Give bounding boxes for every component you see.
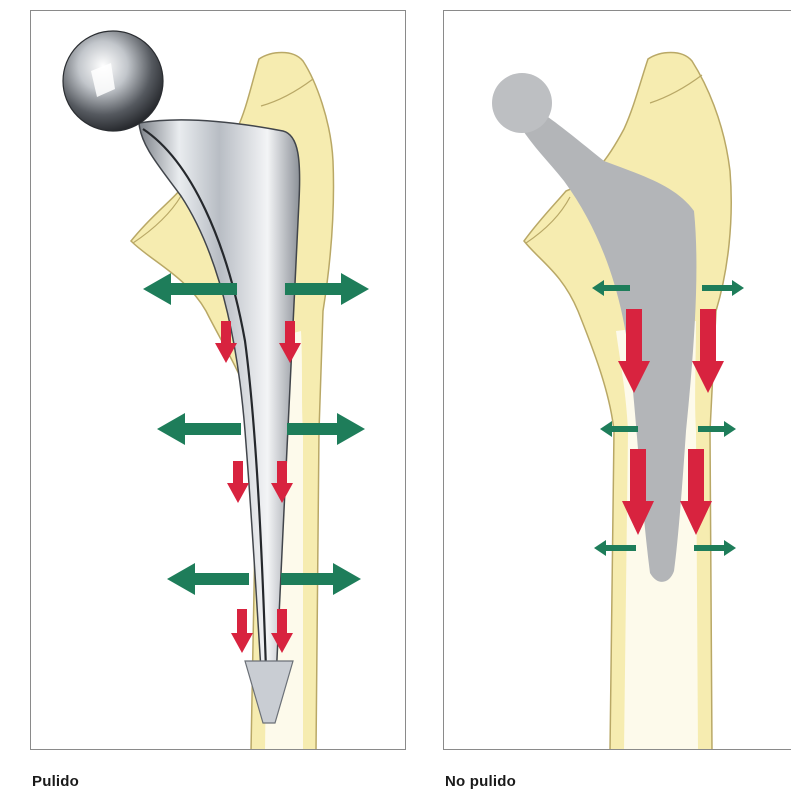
unpolished-stem-diagram [444,11,791,750]
red-arrow-2a [227,461,249,503]
panel-polished [30,10,406,750]
polished-stem-diagram [31,11,406,750]
caption-polished: Pulido [32,773,79,790]
caption-unpolished: No pulido [445,773,516,790]
red-arrow-3a [231,609,253,653]
green-arrow-left-3 [167,563,249,595]
green-arrow-left-2 [157,413,241,445]
panel-unpolished [443,10,791,750]
femoral-head-ball [492,73,552,133]
